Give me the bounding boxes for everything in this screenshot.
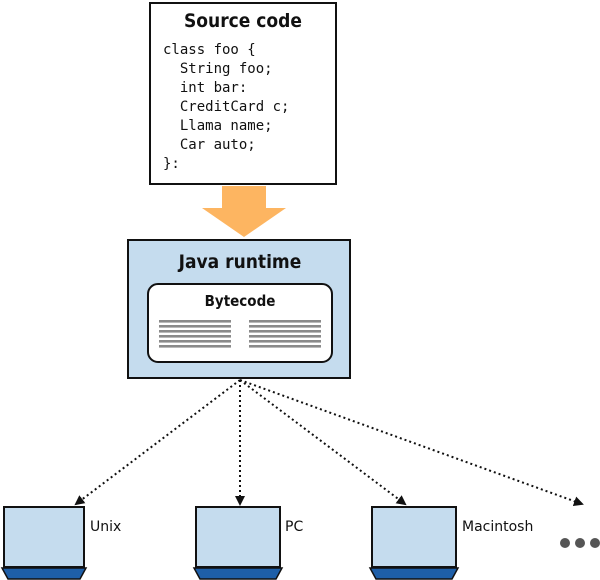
distribution-arrows: [74, 379, 584, 506]
bytecode-lines-right: [249, 320, 321, 348]
monitor-base: [0, 567, 88, 580]
monitor-screen: [3, 506, 85, 568]
code-line: String foo;: [163, 61, 273, 77]
bytecode-label: Bytecode: [205, 292, 276, 310]
more-platforms-ellipsis-icon: [560, 538, 600, 548]
platform-label-pc: PC: [285, 519, 303, 535]
platform-label-macintosh: Macintosh: [462, 519, 533, 535]
source-code-title: Source code: [184, 10, 302, 32]
source-code-box: Source code class foo { String foo; int …: [149, 2, 337, 185]
code-line: Car auto;: [163, 137, 256, 153]
code-line: CreditCard c;: [163, 99, 289, 115]
platform-label-unix: Unix: [90, 519, 121, 535]
bytecode-lines-left: [159, 320, 231, 348]
code-line: }:: [163, 156, 180, 172]
bytecode-box: Bytecode: [147, 283, 333, 363]
java-runtime-box: Java runtime Bytecode: [127, 239, 351, 379]
pc-computer: PC: [192, 506, 303, 580]
code-line: Llama name;: [163, 118, 273, 134]
unix-computer: Unix: [0, 506, 121, 580]
code-line: class foo {: [163, 42, 256, 58]
arrow-to-unix: [74, 379, 241, 506]
monitor-screen: [371, 506, 457, 568]
arrow-to-more: [239, 379, 584, 506]
monitor-base: [192, 567, 284, 580]
code-line: int bar:: [163, 80, 247, 96]
java-runtime-title: Java runtime: [178, 251, 302, 273]
monitor-base: [368, 567, 460, 580]
arrow-to-macintosh: [239, 379, 407, 506]
macintosh-computer: Macintosh: [368, 506, 533, 580]
monitor-screen: [195, 506, 281, 568]
compile-arrow: [202, 186, 286, 237]
source-code-lines: class foo { String foo; int bar: CreditC…: [163, 42, 289, 172]
